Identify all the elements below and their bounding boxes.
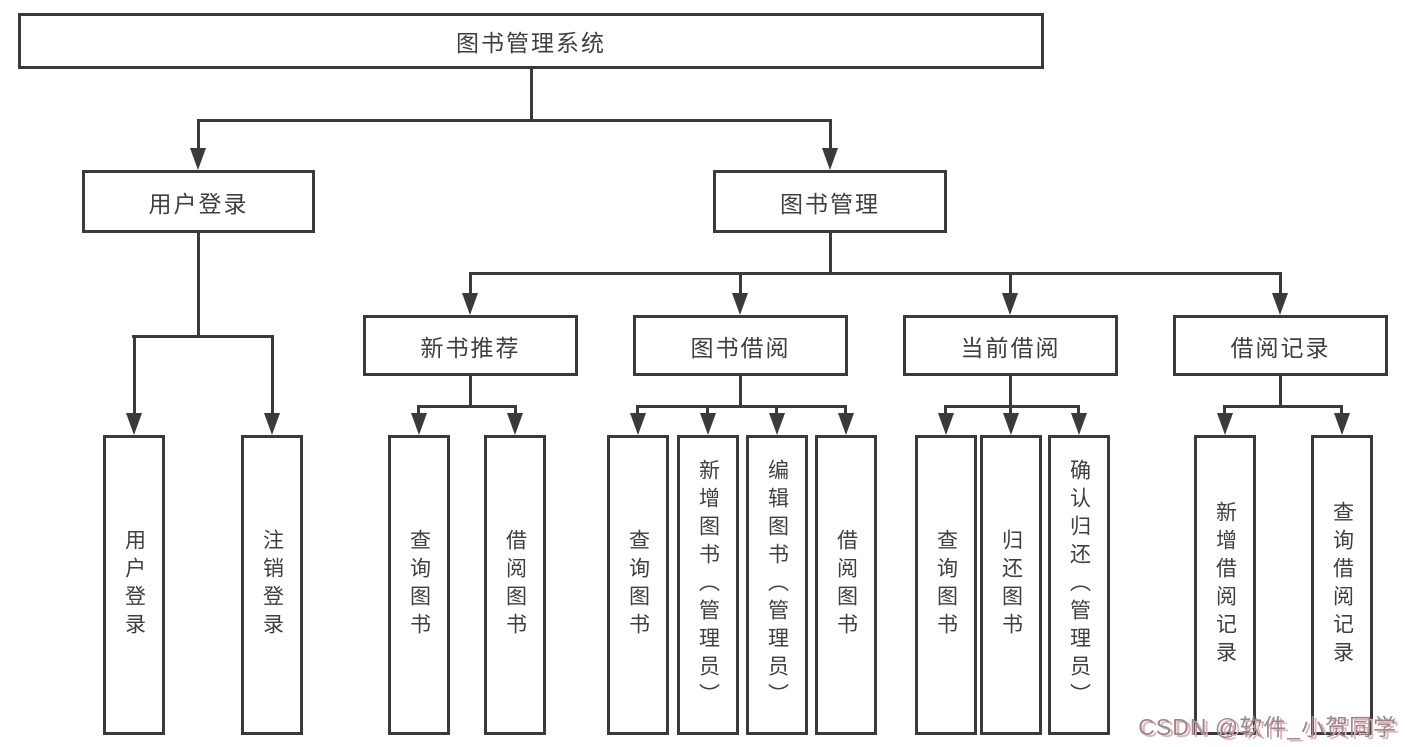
connector-stem-login-leaf: [133, 335, 136, 415]
node-book-borrow-label: 图书借阅: [690, 334, 791, 361]
connector-root-stem: [530, 69, 533, 119]
connector-borrow-records-hline: [1223, 405, 1343, 408]
node-user-login: 用户登录: [82, 170, 315, 233]
leaf-label: 借阅图书: [503, 529, 527, 641]
connector-stem-leaf: [1009, 405, 1012, 415]
arrowhead-leaf: [700, 413, 716, 435]
arrowhead-login-leaf: [126, 413, 142, 435]
node-book-borrow: 图书借阅: [633, 315, 848, 376]
connector-current-borrow-hline: [944, 405, 1080, 408]
connector-stem-book-mgmt: [829, 119, 832, 149]
connector-user-login-stem: [197, 233, 200, 335]
arrowhead-logout-leaf: [264, 413, 280, 435]
connector-borrow-records-stem: [1279, 376, 1282, 405]
leaf-query-borrow-record: 查询借阅记录: [1311, 435, 1373, 735]
arrowhead-leaf: [630, 413, 646, 435]
leaf-label: 借阅图书: [834, 529, 858, 641]
leaf-return-books: 归还图书: [980, 435, 1042, 735]
connector-stem-leaf: [844, 405, 847, 415]
connector-stem-leaf: [706, 405, 709, 415]
arrowhead-book-mgmt: [822, 148, 838, 170]
connector-book-mgmt-stem: [829, 233, 832, 272]
connector-stem-book-borrow: [739, 272, 742, 295]
leaf-confirm-return-admin: 确认归还（管理员）: [1048, 435, 1110, 735]
node-borrow-records-label: 借阅记录: [1230, 334, 1331, 361]
arrowhead-leaf: [1071, 413, 1087, 435]
node-book-management: 图书管理: [713, 170, 947, 233]
arrowhead-leaf: [1003, 413, 1019, 435]
arrowhead-leaf: [411, 413, 427, 435]
leaf-label: 查询图书: [626, 529, 650, 641]
arrowhead-leaf: [938, 413, 954, 435]
leaf-query-books-1: 查询图书: [388, 435, 450, 735]
leaf-borrow-books-1: 借阅图书: [484, 435, 546, 735]
connector-stem-current-borrow: [1009, 272, 1012, 295]
node-book-management-label: 图书管理: [780, 190, 880, 217]
node-root-label: 图书管理系统: [456, 30, 606, 56]
connector-stem-leaf: [636, 405, 639, 415]
node-current-borrow: 当前借阅: [903, 315, 1118, 376]
leaf-label: 注销登录: [260, 529, 284, 641]
leaf-label: 查询借阅记录: [1330, 501, 1354, 669]
connector-new-books-stem: [469, 376, 472, 405]
arrowhead-user-login: [190, 148, 206, 170]
leaf-label: 查询图书: [934, 529, 958, 641]
connector-user-login-hline: [132, 335, 274, 338]
leaf-label: 确认归还（管理员）: [1067, 459, 1091, 711]
node-user-login-label: 用户登录: [148, 190, 249, 217]
connector-current-borrow-stem: [1009, 376, 1012, 405]
connector-level3-hline: [469, 272, 1282, 275]
node-new-book-recommend-label: 新书推荐: [420, 334, 521, 361]
connector-stem-leaf: [1340, 405, 1343, 415]
connector-stem-leaf: [514, 405, 517, 415]
leaf-query-books-3: 查询图书: [915, 435, 977, 735]
connector-level1-hline: [197, 119, 832, 122]
connector-stem-leaf: [944, 405, 947, 415]
leaf-add-borrow-record: 新增借阅记录: [1194, 435, 1256, 735]
leaf-label: 归还图书: [999, 529, 1023, 641]
arrowhead-leaf: [769, 413, 785, 435]
arrowhead-leaf: [1217, 413, 1233, 435]
leaf-borrow-books-2: 借阅图书: [815, 435, 877, 735]
leaf-label: 查询图书: [407, 529, 431, 641]
leaf-user-login: 用户登录: [103, 435, 165, 735]
node-current-borrow-label: 当前借阅: [960, 334, 1061, 361]
leaf-label: 新增图书（管理员）: [696, 459, 720, 711]
leaf-logout: 注销登录: [241, 435, 303, 735]
node-borrow-records: 借阅记录: [1173, 315, 1388, 376]
leaf-edit-books-admin: 编辑图书（管理员）: [746, 435, 808, 735]
arrowhead-leaf: [507, 413, 523, 435]
node-new-book-recommend: 新书推荐: [363, 315, 578, 376]
leaf-add-books-admin: 新增图书（管理员）: [677, 435, 739, 735]
connector-stem-leaf: [775, 405, 778, 415]
connector-book-borrow-hline: [636, 405, 847, 408]
connector-stem-leaf: [1223, 405, 1226, 415]
leaf-label: 用户登录: [122, 529, 146, 641]
connector-stem-leaf: [417, 405, 420, 415]
arrowhead-new-books: [462, 293, 478, 315]
arrowhead-leaf: [838, 413, 854, 435]
arrowhead-book-borrow: [732, 293, 748, 315]
arrowhead-leaf: [1334, 413, 1350, 435]
node-root: 图书管理系统: [18, 13, 1044, 69]
connector-stem-borrow-records: [1279, 272, 1282, 295]
connector-book-borrow-stem: [739, 376, 742, 405]
connector-stem-logout-leaf: [271, 335, 274, 415]
connector-stem-leaf: [1077, 405, 1080, 415]
leaf-query-books-2: 查询图书: [607, 435, 669, 735]
csdn-watermark: CSDN @软件_小贺同学: [1138, 714, 1397, 740]
arrowhead-borrow-records: [1272, 293, 1288, 315]
leaf-label: 编辑图书（管理员）: [765, 459, 789, 711]
leaf-label: 新增借阅记录: [1213, 501, 1237, 669]
connector-new-books-hline: [417, 405, 517, 408]
arrowhead-current-borrow: [1002, 293, 1018, 315]
connector-stem-user-login: [197, 119, 200, 149]
connector-stem-new-books: [469, 272, 472, 295]
